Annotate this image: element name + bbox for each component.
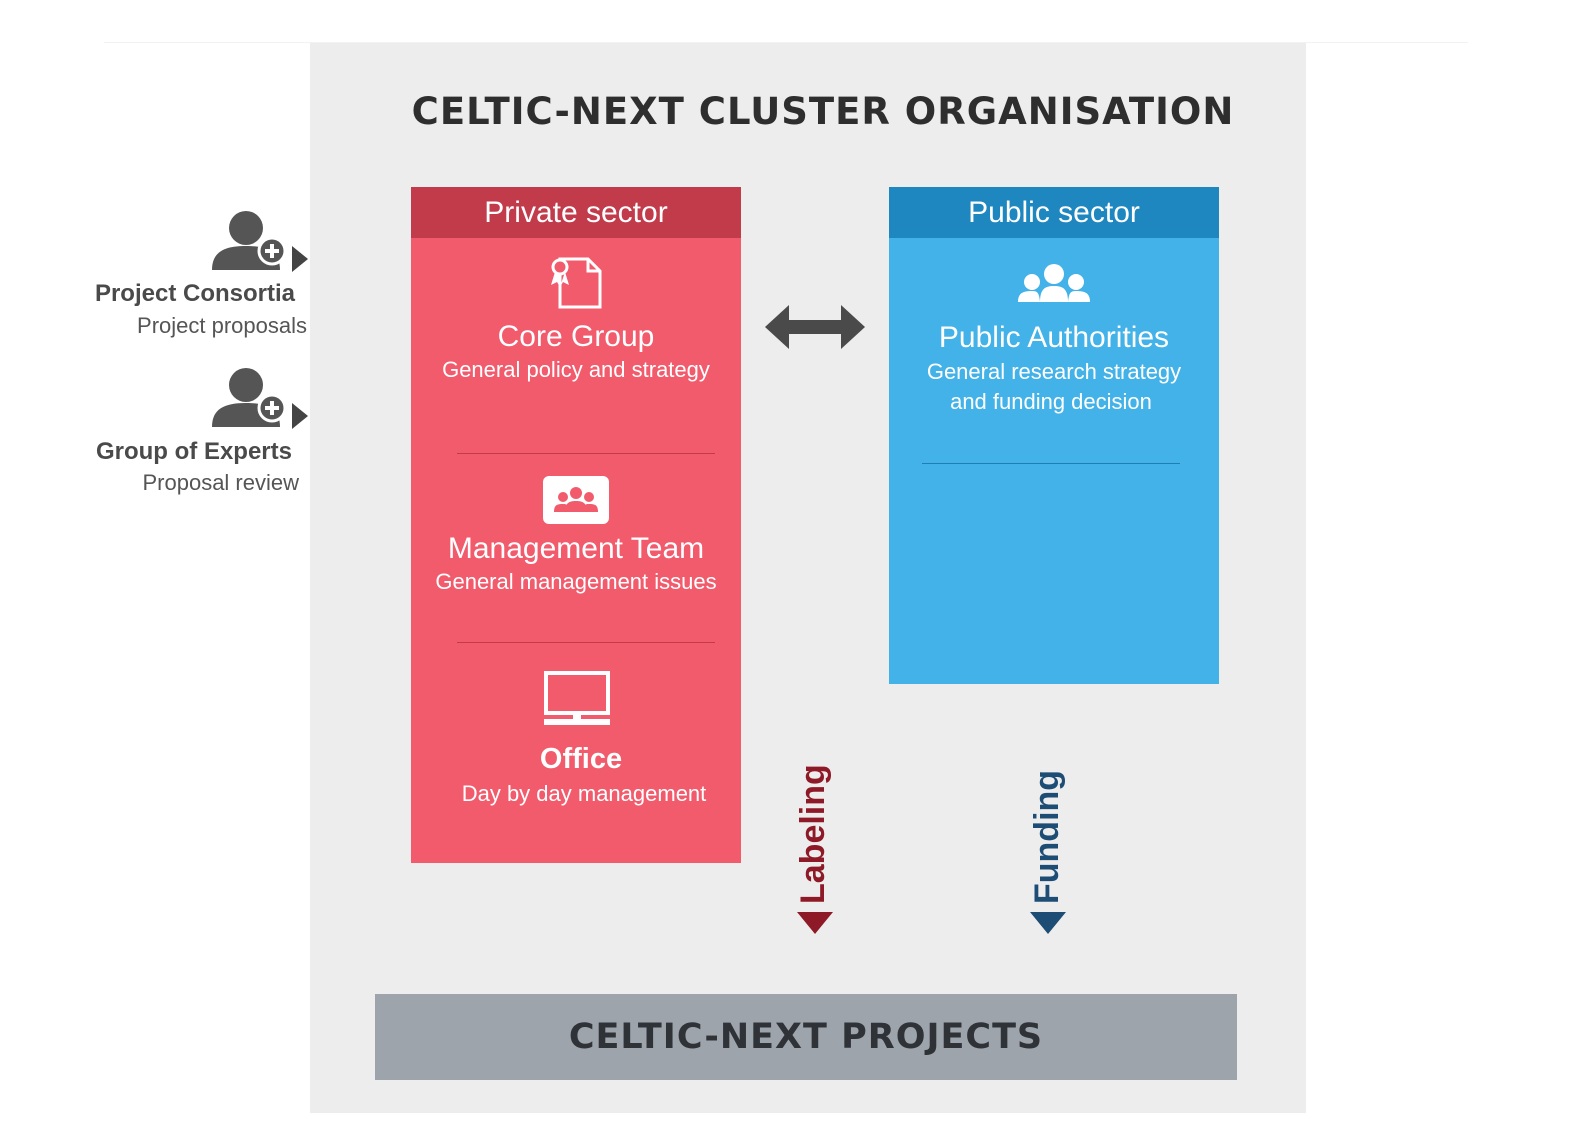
project-consortia-label: Project Consortia [94, 280, 295, 307]
labeling-arrow-icon [797, 912, 833, 934]
public-authorities-subtitle-line2: and funding decision [950, 389, 1152, 414]
monitor-icon [544, 671, 610, 725]
private-divider-1 [457, 453, 715, 454]
group-of-experts-label: Group of Experts [95, 438, 292, 465]
group-icon [1018, 264, 1090, 302]
private-divider-2 [457, 642, 715, 643]
office-title: Office [539, 743, 623, 775]
add-user-icon [212, 368, 308, 429]
add-user-icon [212, 211, 308, 272]
public-sector-header: Public sector [889, 187, 1219, 238]
management-team-title: Management Team [447, 532, 705, 565]
group-of-experts-sub: Proposal review [142, 470, 299, 495]
public-authorities-subtitle-line1: General research strategy [926, 359, 1182, 384]
certificate-document-icon [551, 257, 602, 309]
project-consortia-sub: Project proposals [137, 313, 307, 338]
top-rule [104, 42, 1468, 43]
labeling-label: Labeling [794, 764, 832, 904]
private-sector-header: Private sector [411, 187, 741, 238]
core-group-title: Core Group [497, 320, 655, 353]
core-group-subtitle: General policy and strategy [442, 357, 710, 382]
management-team-subtitle: General management issues [435, 569, 717, 594]
team-icon [543, 476, 609, 524]
public-divider [922, 463, 1180, 464]
public-authorities-title: Public Authorities [938, 321, 1170, 354]
projects-bar [375, 994, 1237, 1080]
diagram-title: CELTIC-NEXT CLUSTER ORGANISATION [411, 90, 1235, 133]
funding-arrow-icon [1030, 912, 1066, 934]
funding-label: Funding [1028, 769, 1066, 904]
office-subtitle: Day by day management [461, 781, 707, 806]
double-arrow-icon [765, 305, 865, 349]
private-sector-box [411, 187, 741, 863]
projects-label: CELTIC-NEXT PROJECTS [568, 1017, 1044, 1057]
